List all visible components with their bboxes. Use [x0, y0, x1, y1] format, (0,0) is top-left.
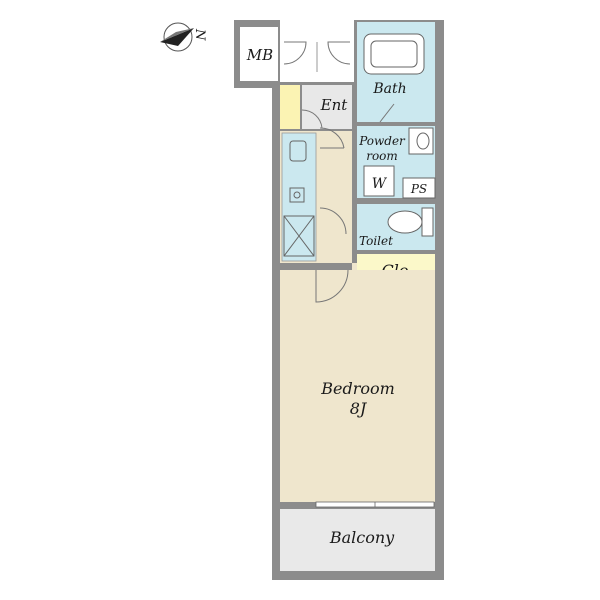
entrance-door-swing [301, 109, 323, 129]
mb-label: MB [246, 46, 273, 64]
powder-label-2: room [366, 149, 398, 163]
entrance-floor [302, 85, 352, 129]
washer-space [363, 165, 395, 197]
toilet-bowl-icon [387, 210, 423, 234]
window [315, 501, 435, 508]
stove-icon [289, 187, 305, 203]
entrance-shoe-rack [280, 85, 300, 129]
bedroom-size-label: 8J [350, 399, 368, 418]
bath-door [379, 103, 395, 123]
compass-needle-icon [160, 28, 194, 46]
toilet-label: Toilet [359, 234, 393, 248]
burner-icon [293, 191, 301, 199]
compass-ring [163, 22, 193, 52]
mb-floor [240, 27, 278, 81]
bedroom-floor [280, 270, 435, 502]
balcony-label: Balcony [329, 528, 395, 547]
room-balcony: Balcony [280, 509, 435, 571]
compass-needle-shade [160, 28, 194, 42]
door-swing-1 [283, 41, 307, 65]
bedroom-label: Bedroom [320, 379, 395, 398]
room-mb: MB [240, 27, 278, 81]
compass: N [160, 22, 207, 52]
door-swing-2 [327, 41, 351, 65]
fridge-cross-2 [283, 215, 315, 257]
pipe-space: PS [402, 177, 436, 199]
compass-north-label: N [192, 28, 207, 41]
balcony-floor [280, 509, 435, 571]
sink-icon [289, 140, 307, 162]
bathtub-icon [363, 33, 425, 75]
room-entrance: Ent [280, 85, 352, 129]
washer-label: W [372, 176, 388, 192]
powder-label-1: Powder [358, 134, 406, 148]
room-bedroom: Bedroom 8J [280, 263, 435, 502]
entry-exterior [280, 20, 354, 82]
bath-label: Bath [372, 81, 406, 97]
entrance-label: Ent [320, 96, 349, 114]
basin-icon [416, 132, 430, 150]
toilet-tank-icon [421, 207, 434, 237]
ps-label: PS [410, 182, 427, 196]
bathtub-inner [370, 40, 418, 68]
bedroom-door-swing [315, 269, 349, 303]
toilet-door-swing [319, 207, 347, 235]
powder-door-swing [319, 127, 345, 149]
ps-box [402, 177, 436, 199]
room-toilet: Toilet [357, 204, 435, 250]
fridge-space [283, 215, 315, 257]
room-bath: Bath [357, 22, 435, 123]
bedroom-notch [352, 263, 357, 293]
kitchen-corridor [280, 127, 352, 263]
